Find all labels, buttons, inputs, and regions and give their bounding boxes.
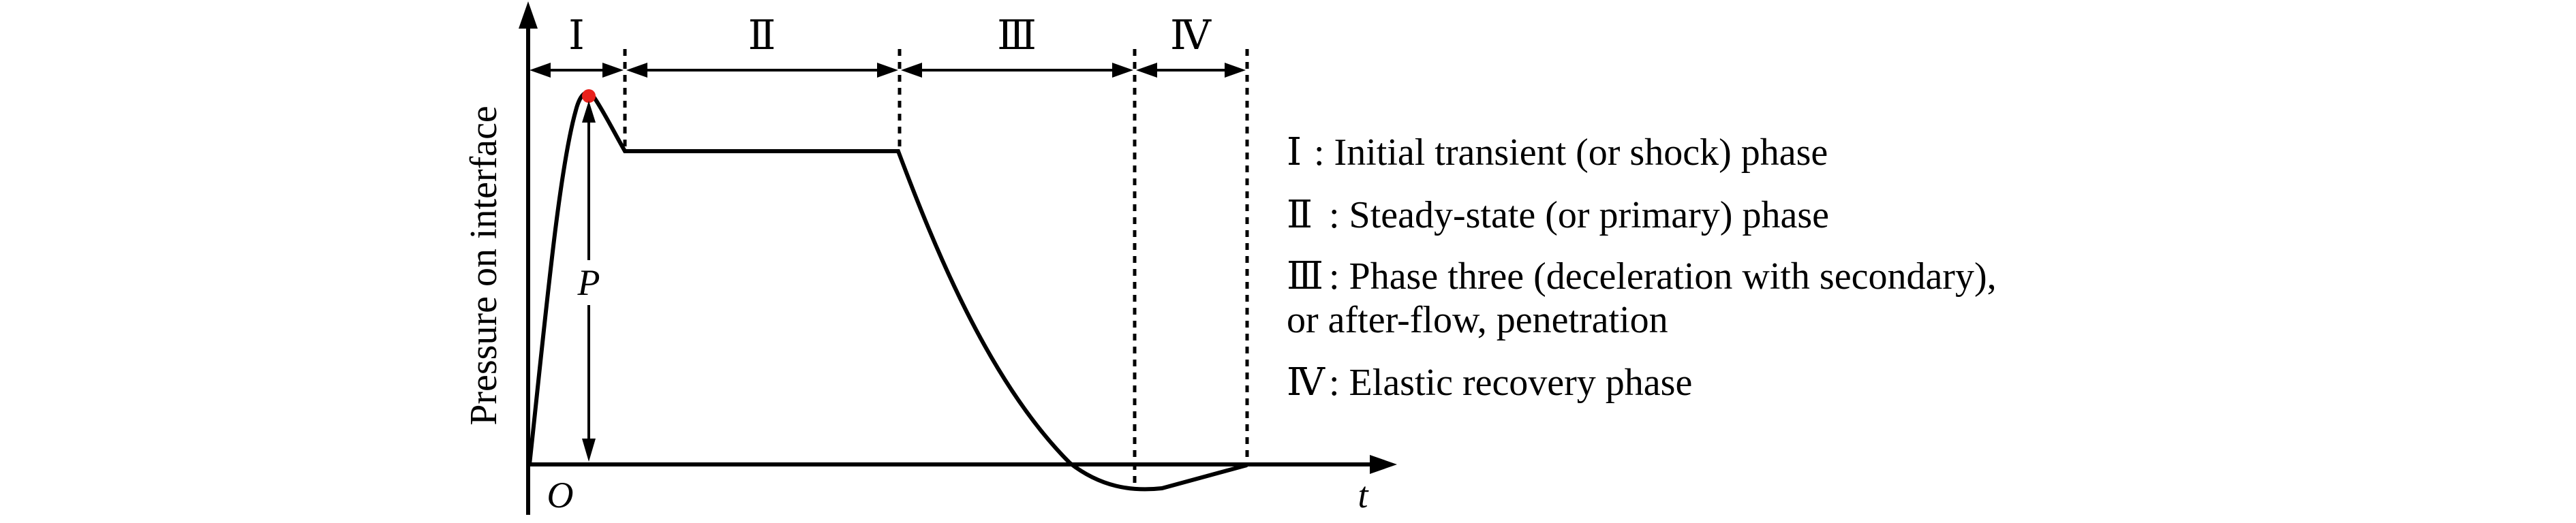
legend-numeral-3: Ⅲ	[1287, 255, 1323, 298]
axes	[519, 1, 1397, 515]
phase-2-span	[626, 63, 898, 78]
phase-1-label: Ⅰ	[568, 13, 585, 58]
legend-item-2: Ⅱ : Steady-state (or primary) phase	[1287, 194, 1829, 236]
legend-item-1: Ⅰ : Initial transient (or shock) phase	[1287, 131, 1828, 174]
legend-text-3: : Phase three (deceleration with seconda…	[1329, 255, 1997, 298]
phase-span-arrows	[530, 63, 1246, 78]
legend-item-3: Ⅲ : Phase three (deceleration with secon…	[1287, 255, 1997, 341]
phase-2-label: Ⅱ	[748, 13, 776, 58]
legend-text-4: : Elastic recovery phase	[1329, 362, 1692, 404]
phase-legend: Ⅰ : Initial transient (or shock) phase Ⅱ…	[1287, 131, 1997, 404]
peak-pressure-arrow: P	[571, 101, 607, 462]
y-axis-label: Pressure on interface	[463, 106, 505, 426]
y-axis-arrowhead	[519, 1, 538, 29]
origin-label: O	[547, 475, 574, 516]
peak-marker	[582, 89, 596, 103]
phase-4-span	[1136, 63, 1246, 78]
phase-3-label: Ⅲ	[997, 13, 1037, 58]
legend-numeral-4: Ⅳ	[1287, 362, 1325, 404]
legend-numeral-1: Ⅰ	[1287, 131, 1302, 174]
phase-4-label: Ⅳ	[1170, 13, 1212, 58]
pressure-curve	[527, 90, 1248, 492]
phase-1-span	[530, 63, 624, 78]
legend-text-1: : Initial transient (or shock) phase	[1314, 131, 1828, 174]
legend-text-3-continued: or after-flow, penetration	[1287, 299, 1668, 341]
peak-pressure-label: P	[577, 262, 600, 303]
legend-numeral-2: Ⅱ	[1287, 194, 1313, 236]
phase-3-span	[901, 63, 1133, 78]
phase-dividers	[623, 49, 1249, 488]
x-axis-arrowhead	[1370, 455, 1397, 474]
x-axis-label: t	[1358, 475, 1369, 516]
phase-labels: Ⅰ Ⅱ Ⅲ Ⅳ	[568, 13, 1212, 58]
legend-text-2: : Steady-state (or primary) phase	[1329, 194, 1829, 236]
legend-item-4: Ⅳ : Elastic recovery phase	[1287, 362, 1692, 404]
